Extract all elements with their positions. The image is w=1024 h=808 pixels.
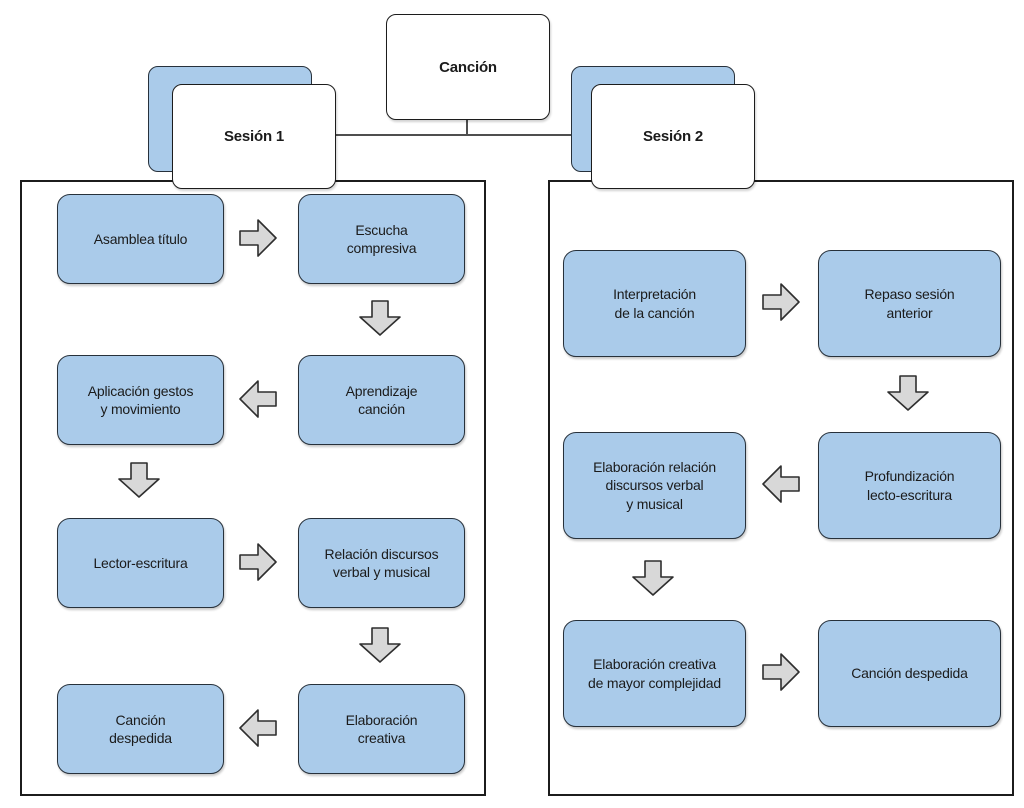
arrow-down-icon [357, 299, 403, 337]
node-label: Sesión 2 [642, 128, 704, 145]
node-cancion-despedida-s1: Canción despedida [57, 684, 224, 774]
arrow-right-icon [238, 539, 278, 585]
arrow-down-icon [885, 374, 931, 412]
node-relacion-discursos: Relación discursos verbal y musical [298, 518, 465, 608]
arrow-left-icon [761, 461, 801, 507]
connector-line-horizontal [322, 134, 600, 136]
arrow-left-icon [238, 705, 278, 751]
node-aprendizaje-cancion: Aprendizaje canción [298, 355, 465, 445]
arrow-left-icon [238, 376, 278, 422]
node-cancion-root: Canción [386, 14, 550, 120]
node-aplicacion-gestos: Aplicación gestos y movimiento [57, 355, 224, 445]
arrow-right-icon [761, 279, 801, 325]
node-interpretacion-cancion: Interpretación de la canción [563, 250, 746, 357]
node-elaboracion-creativa-compleja: Elaboración creativa de mayor complejida… [563, 620, 746, 727]
node-asamblea-titulo: Asamblea título [57, 194, 224, 284]
arrow-down-icon [630, 559, 676, 597]
node-elaboracion-creativa: Elaboración creativa [298, 684, 465, 774]
connector-line-vertical [466, 118, 468, 135]
node-elaboracion-relacion: Elaboración relación discursos verbal y … [563, 432, 746, 539]
node-sesion-1: Sesión 1 [172, 84, 336, 189]
arrow-down-icon [357, 626, 403, 664]
node-label: Canción [439, 58, 497, 76]
arrow-right-icon [238, 215, 278, 261]
node-repaso-sesion-anterior: Repaso sesión anterior [818, 250, 1001, 357]
arrow-down-icon [116, 461, 162, 499]
node-escucha-compresiva: Escucha compresiva [298, 194, 465, 284]
node-sesion-2: Sesión 2 [591, 84, 755, 189]
node-label: Sesión 1 [223, 128, 285, 145]
node-profundizacion-lectoescritura: Profundización lecto-escritura [818, 432, 1001, 539]
node-cancion-despedida-s2: Canción despedida [818, 620, 1001, 727]
arrow-right-icon [761, 649, 801, 695]
node-lector-escritura: Lector-escritura [57, 518, 224, 608]
